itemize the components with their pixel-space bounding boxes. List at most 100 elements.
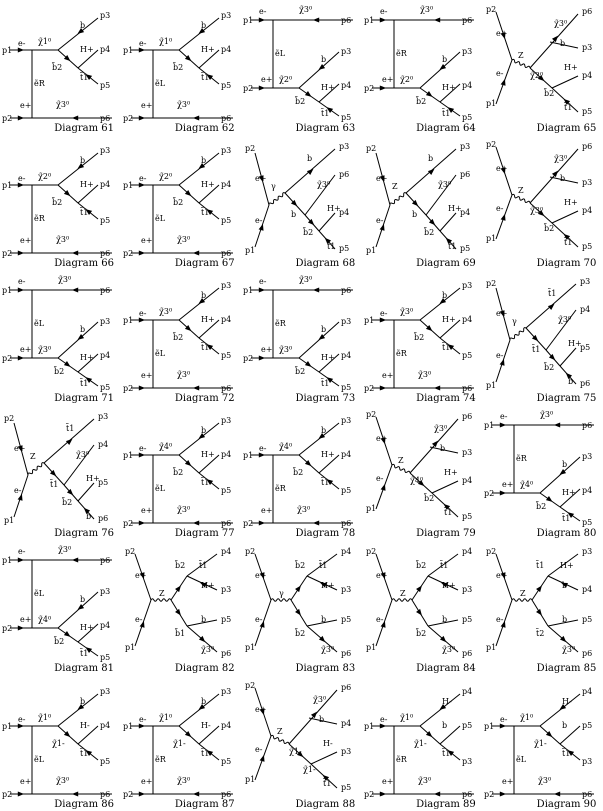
label-p6: p6 — [221, 384, 231, 393]
label-positron: e+ — [382, 777, 393, 786]
label-inner: χ̃3⁰ — [530, 206, 543, 215]
label-positron: e+ — [496, 309, 507, 318]
arrow — [379, 175, 385, 183]
label-quark: b — [321, 55, 326, 64]
line-p3 — [419, 693, 461, 726]
label-out-3: p4 — [339, 208, 349, 217]
label-quark: b — [80, 21, 85, 30]
label-electron: e- — [18, 715, 26, 724]
label-electron: e- — [259, 7, 267, 16]
label-higgs: H+ — [444, 468, 458, 477]
arrow — [379, 224, 385, 231]
label-quark: b — [321, 325, 326, 334]
arrow — [500, 422, 507, 428]
arrow — [554, 790, 561, 797]
label-electron: e- — [259, 444, 267, 453]
label-out-c: b — [442, 615, 447, 624]
label-out-2: p3 — [341, 585, 351, 594]
label-neutralino: χ̃1⁰ — [159, 713, 172, 722]
label-quark: b — [321, 426, 326, 435]
label-higgs: H+ — [86, 474, 100, 483]
label-selectron: ẽL — [34, 319, 45, 328]
label-p2: p2 — [2, 790, 12, 799]
boson-line — [512, 193, 531, 204]
label-in-1: p2 — [125, 547, 135, 556]
arrow — [138, 385, 145, 391]
arrow — [258, 224, 264, 231]
label-p1: p1 — [123, 451, 133, 460]
diagram-caption: Diagram 81 — [54, 663, 114, 675]
label-out-2: p6 — [460, 170, 470, 179]
arrow — [546, 730, 553, 737]
arrow — [77, 334, 85, 341]
label-in-1: p2 — [245, 681, 255, 690]
line-h — [560, 347, 577, 367]
label-stop: t̃1 — [79, 377, 88, 388]
label-quark: b — [319, 715, 324, 724]
label-chi3: χ̃3⁰ — [418, 776, 431, 785]
label-sbottom: b̃2 — [51, 61, 62, 72]
line-p-mid — [425, 174, 457, 216]
arrow — [563, 98, 571, 106]
label-electron: e- — [380, 7, 388, 16]
label-positron: e+ — [135, 571, 146, 580]
label-p6: p6 — [582, 790, 592, 799]
arrow — [71, 287, 79, 293]
label-stop: t̃1 — [320, 377, 329, 388]
label-neutralino: χ̃1⁰ — [520, 713, 533, 722]
label-sbottom: b̃2 — [423, 493, 434, 504]
line-p3 — [178, 287, 219, 321]
label-stop: t̃1 — [79, 747, 88, 758]
arrow — [312, 520, 320, 526]
label-stop: t̃1 — [562, 513, 571, 524]
label-quark: t̃1 — [532, 343, 541, 354]
label-in-1: p2 — [486, 5, 496, 14]
arrow — [447, 749, 454, 756]
arrow — [17, 47, 25, 53]
label-p2: p2 — [364, 84, 374, 93]
arrow — [206, 749, 213, 756]
line-p3 — [178, 422, 219, 456]
label-quark: b — [291, 210, 296, 219]
label-stop: t̃1 — [441, 107, 450, 118]
arrow — [138, 250, 145, 256]
label-higgs: H+ — [321, 353, 335, 362]
label-chi3: χ̃3⁰ — [540, 410, 553, 419]
label-quark: b — [80, 156, 85, 165]
label-selectron: ẽR — [516, 454, 528, 463]
label-p5: p5 — [582, 518, 592, 527]
arrow — [184, 190, 192, 197]
label-sbottom: b̃2 — [544, 361, 555, 372]
arrow — [77, 28, 85, 34]
arrow — [295, 609, 302, 616]
label-selectron: ẽL — [516, 755, 527, 764]
label-p4: p5 — [462, 721, 472, 730]
label-higgs: H+ — [201, 180, 215, 189]
diagram-caption: Diagram 88 — [295, 798, 356, 810]
arrow — [17, 115, 25, 121]
label-sbottom: b̃2 — [544, 87, 555, 98]
label-quark: b — [440, 444, 445, 453]
arrow — [192, 385, 199, 391]
arrow — [258, 452, 266, 458]
line-p3 — [178, 693, 219, 726]
label-p5: p3 — [582, 757, 592, 766]
label-boson: Z — [400, 589, 406, 598]
label-lower-s: t̃2 — [536, 628, 545, 639]
arrow — [258, 175, 264, 183]
arrow — [312, 287, 320, 293]
arrow — [192, 520, 199, 526]
label-in-2: p1 — [366, 643, 376, 652]
arrow — [501, 167, 506, 175]
label-in-1: p2 — [486, 547, 496, 556]
line-chi-out — [409, 418, 459, 474]
arrow — [184, 460, 192, 467]
arrow — [295, 585, 302, 593]
diagram-caption: Diagram 86 — [54, 798, 114, 810]
